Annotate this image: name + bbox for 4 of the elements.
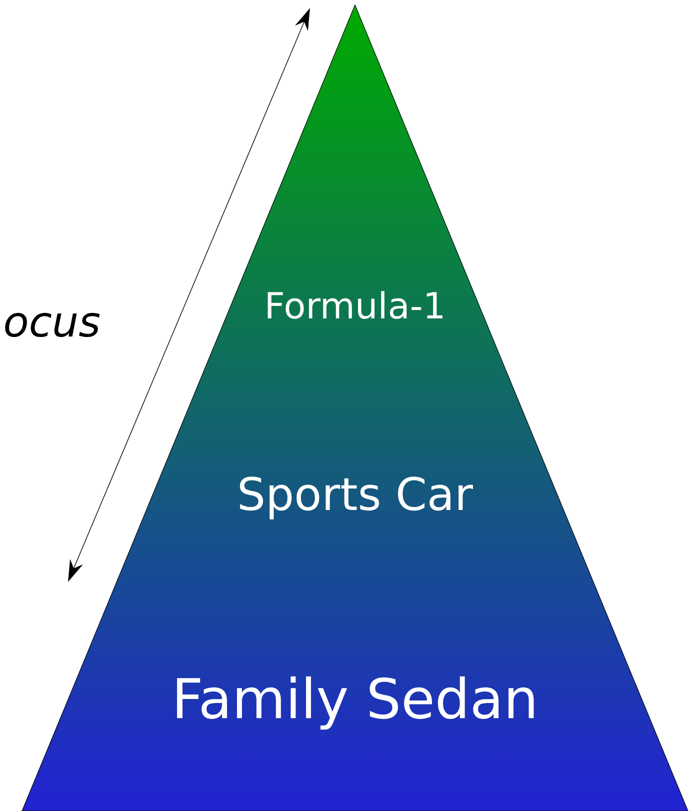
tier-label: Sports Car [240, 476, 473, 520]
tier-label: Formula-1 [268, 291, 442, 319]
tier-label: Family Sedan [177, 676, 534, 730]
axis-label: ocus [5, 312, 100, 338]
